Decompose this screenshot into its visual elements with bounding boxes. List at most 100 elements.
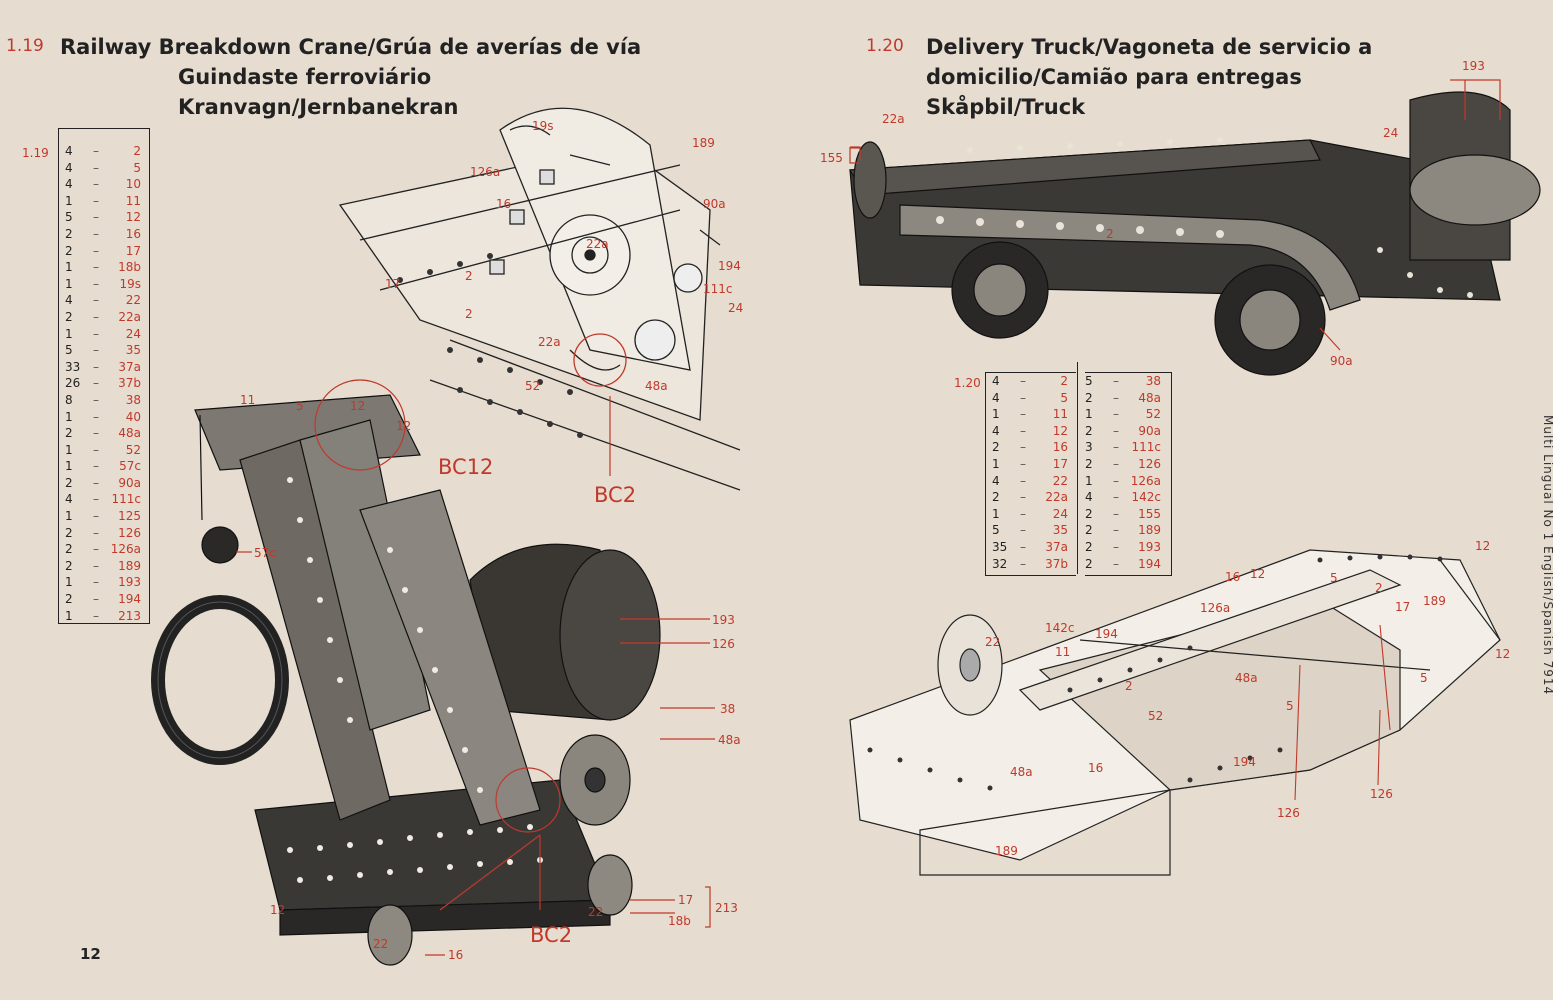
label-17-r: 17 [1395, 600, 1410, 614]
part-quantity: 2 [1085, 390, 1093, 405]
label-213: 213 [715, 901, 738, 915]
part-quantity: 1 [1085, 473, 1093, 488]
part-number: 193 [118, 575, 141, 590]
part-number: 19s [119, 276, 141, 291]
part-number: 10 [125, 177, 141, 192]
label-24-r: 24 [1383, 126, 1398, 140]
dash-separator: – [93, 343, 99, 358]
label-5a-r: 5 [1330, 571, 1338, 585]
label-194b-r: 194 [1233, 755, 1256, 769]
dash-separator: – [1020, 407, 1026, 422]
label-48a: 48a [645, 379, 668, 393]
dash-separator: – [1113, 556, 1119, 571]
parts-row: 4–2 [65, 143, 149, 160]
parts-row: 2–155 [1085, 506, 1171, 523]
parts-row: 2–48a [1085, 390, 1171, 407]
parts-row: 35–37a [992, 539, 1076, 556]
label-19s: 19s [532, 119, 554, 133]
part-quantity: 1 [65, 409, 73, 424]
part-quantity: 2 [65, 542, 73, 557]
label-155-r: 155 [820, 151, 843, 165]
part-number: 2 [133, 144, 141, 158]
parts-row: 1–57c [65, 458, 149, 475]
part-number: 155 [1138, 506, 1161, 521]
parts-row: 1–24 [65, 326, 149, 343]
dash-separator: – [1020, 539, 1026, 554]
parts-row: 2–22a [65, 309, 149, 326]
dash-separator: – [1020, 556, 1026, 571]
dash-separator: – [93, 160, 99, 175]
part-quantity: 1 [65, 575, 73, 590]
parts-row: 4–22 [992, 473, 1076, 490]
label-48a2-r: 48a [1010, 765, 1033, 779]
dash-separator: – [1020, 440, 1026, 455]
label-bc2-bottom: BC2 [530, 923, 572, 947]
part-number: 22a [1045, 490, 1068, 505]
dash-separator: – [1113, 423, 1119, 438]
parts-row: 32–37b [992, 556, 1076, 573]
parts-row: 2–90a [1085, 423, 1171, 440]
part-number: 48a [1138, 390, 1161, 405]
label-52-r: 52 [1148, 709, 1163, 723]
label-5b-r: 5 [1286, 699, 1294, 713]
label-38: 38 [720, 702, 735, 716]
part-quantity: 4 [65, 177, 73, 192]
label-90a: 90a [703, 197, 726, 211]
part-quantity: 3 [1085, 440, 1093, 455]
part-quantity: 26 [65, 376, 81, 391]
part-quantity: 4 [65, 293, 73, 308]
parts-row: 4–12 [992, 423, 1076, 440]
label-12c-r: 12 [1495, 647, 1510, 661]
part-quantity: 2 [65, 558, 73, 573]
label-12b-r: 12 [1475, 539, 1490, 553]
label-22: 22 [588, 905, 603, 919]
dash-separator: – [93, 359, 99, 374]
part-number: 194 [118, 592, 141, 607]
parts-row: 2–126a [65, 541, 149, 558]
label-11-r: 11 [1055, 645, 1070, 659]
parts-row: 4–5 [65, 160, 149, 177]
label-194: 194 [718, 259, 741, 273]
parts-row: 2–189 [65, 558, 149, 575]
label-126a-r: 126a [1200, 601, 1230, 615]
part-quantity: 4 [65, 160, 73, 175]
part-quantity: 8 [65, 392, 73, 407]
part-number: 90a [1138, 423, 1161, 438]
part-quantity: 2 [992, 490, 1000, 505]
jib-strip-1 [239, 439, 391, 821]
part-number: 35 [1052, 523, 1068, 538]
part-quantity: 33 [65, 359, 81, 374]
label-2b: 2 [465, 307, 473, 321]
part-number: 12 [125, 210, 141, 225]
dash-separator: – [93, 592, 99, 607]
part-number: 126 [118, 525, 141, 540]
part-quantity: 1 [65, 276, 73, 291]
jib-strip-2 [299, 419, 431, 731]
part-quantity: 2 [65, 525, 73, 540]
dash-separator: – [93, 243, 99, 258]
dash-separator: – [1020, 390, 1026, 405]
part-quantity: 4 [992, 374, 1000, 388]
dash-separator: – [93, 509, 99, 524]
parts-row: 4–5 [992, 390, 1076, 407]
part-quantity: 4 [992, 473, 1000, 488]
title-line-1: Railway Breakdown Crane/Grúa de averías … [60, 35, 642, 59]
truck-photo: 193 22a 24 155 2 90a [820, 59, 1541, 376]
dash-separator: – [93, 293, 99, 308]
title-line-1-right: Delivery Truck/Vagoneta de servicio a [926, 35, 1373, 59]
part-quantity: 35 [992, 539, 1008, 554]
dash-separator: – [93, 210, 99, 225]
dash-separator: – [93, 177, 99, 192]
label-2b-r: 2 [1375, 581, 1383, 595]
parts-row: 2 – 126 [65, 525, 149, 542]
hook-load-ring [151, 595, 289, 765]
dash-separator: – [93, 525, 99, 540]
parts-row: 4–22 [65, 292, 149, 309]
label-5: 5 [296, 399, 304, 413]
dash-separator: – [93, 575, 99, 590]
part-quantity: 1 [65, 193, 73, 208]
part-number: 189 [118, 558, 141, 573]
part-quantity: 1 [992, 407, 1000, 422]
dash-separator: – [93, 276, 99, 291]
